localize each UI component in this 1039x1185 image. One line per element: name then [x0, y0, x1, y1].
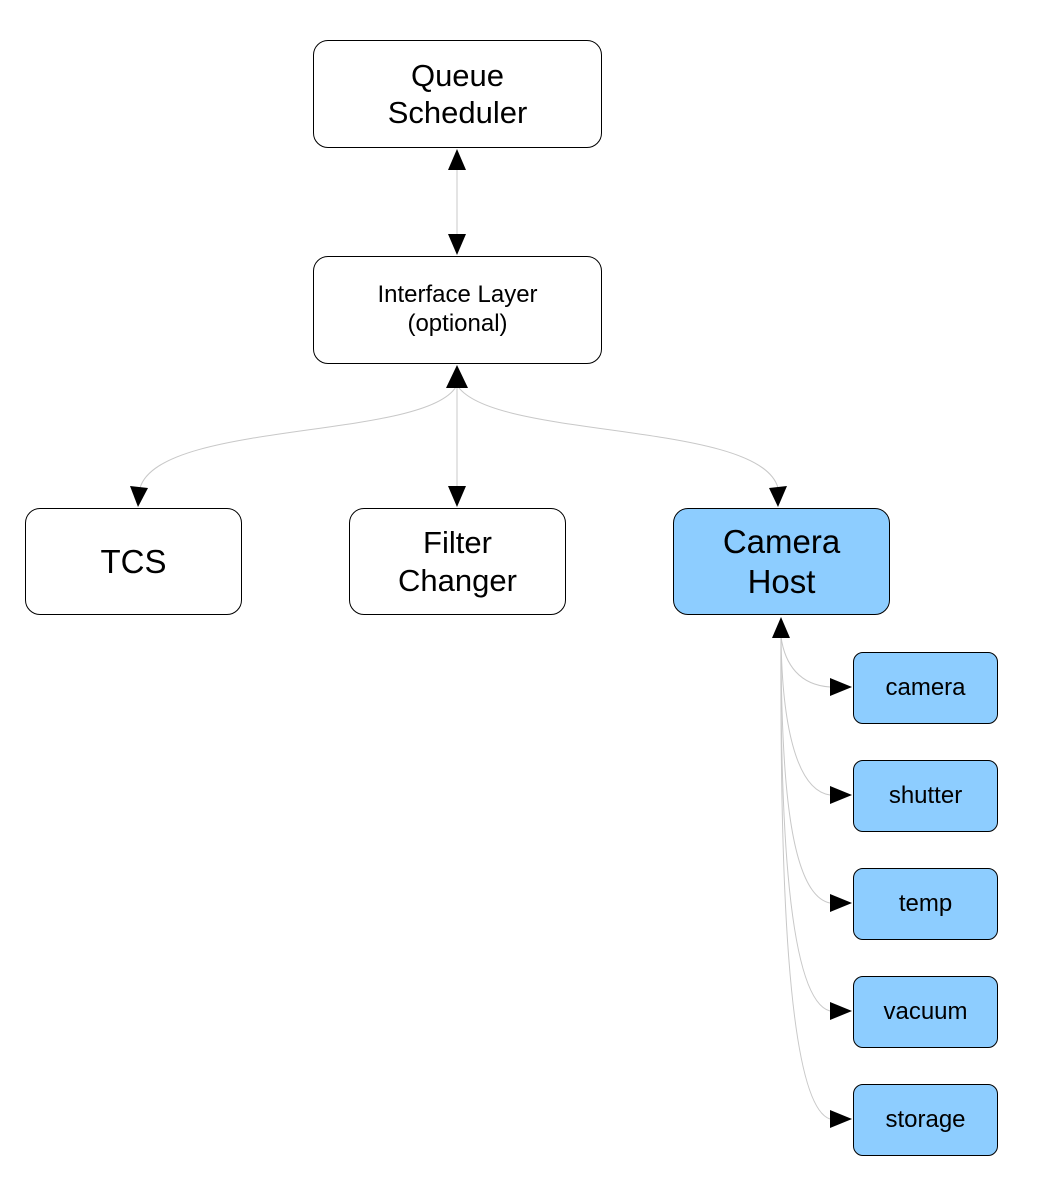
node-tcs-label: TCS — [100, 542, 167, 580]
node-vacuum: vacuum — [853, 976, 998, 1048]
node-storage: storage — [853, 1084, 998, 1156]
edge-camera-host-temp — [780, 636, 831, 904]
arrowhead-up-interface-layer — [446, 365, 468, 388]
arrowhead-down-filter-changer — [448, 486, 466, 507]
node-interface-layer-label: Interface Layer (optional) — [377, 281, 538, 337]
node-shutter-label: shutter — [888, 781, 963, 809]
arrowhead-right-temp — [830, 894, 852, 912]
edge-camera-host-shutter — [780, 636, 831, 796]
node-camera: camera — [853, 652, 998, 724]
node-camera-host-label: Camera Host — [722, 522, 841, 600]
arrowhead-down-camera-host — [769, 486, 787, 507]
edge-camera-host-storage — [780, 636, 831, 1120]
node-vacuum-label: vacuum — [883, 997, 968, 1025]
node-storage-label: storage — [885, 1105, 966, 1133]
arrowhead-right-vacuum — [830, 1002, 852, 1020]
node-filter-changer-label: Filter Changer — [398, 525, 517, 598]
edge-camera-host-camera — [780, 636, 831, 688]
edge-interface-layer-camera-host — [456, 384, 779, 489]
node-queue-scheduler-label: Queue Scheduler — [387, 57, 528, 130]
node-queue-scheduler: Queue Scheduler — [313, 40, 602, 148]
node-temp: temp — [853, 868, 998, 940]
arrowhead-up-queue-scheduler — [448, 149, 466, 170]
arrowhead-right-shutter — [830, 786, 852, 804]
edge-interface-layer-tcs — [139, 384, 458, 489]
arrowhead-right-camera — [830, 678, 852, 696]
arrowhead-right-storage — [830, 1110, 852, 1128]
node-filter-changer: Filter Changer — [349, 508, 566, 615]
node-camera-host: Camera Host — [673, 508, 890, 615]
arrowhead-up-camera-host — [772, 617, 790, 638]
node-interface-layer: Interface Layer (optional) — [313, 256, 602, 364]
arrowhead-down-tcs — [130, 486, 148, 507]
node-shutter: shutter — [853, 760, 998, 832]
node-camera-label: camera — [885, 673, 966, 701]
arrowhead-down-interface-layer — [448, 234, 466, 255]
node-tcs: TCS — [25, 508, 242, 615]
node-temp-label: temp — [898, 889, 953, 917]
